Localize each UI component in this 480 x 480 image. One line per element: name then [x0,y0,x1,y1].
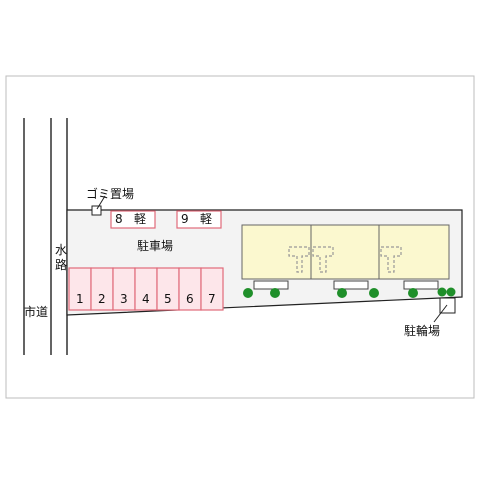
bicycle-leader-line [433,304,448,323]
entry-step-1 [253,280,289,290]
waterway-label: 水路 [55,243,68,272]
tree-icon [270,288,280,298]
kei-space-8 [110,210,156,229]
parking-label: 駐車場 [137,239,174,253]
stair-outline-1 [288,246,310,273]
parking-space-number: 3 [120,292,128,306]
kei-space-9 [176,210,222,229]
entry-step-2 [333,280,369,290]
tree-icon [369,288,379,298]
city-road-label: 市道 [24,305,49,319]
tree-icon [446,287,456,297]
tree-icon [243,288,253,298]
parking-space-number: 6 [186,292,194,306]
entry-step-3 [403,280,439,290]
trees [243,287,456,298]
parking-spaces [68,267,224,311]
kei-space-9-number: 9 [181,212,189,226]
kei-space-8-type: 軽 [134,212,147,226]
tree-icon [408,288,418,298]
tree-icon [437,287,447,297]
parking-space-number: 7 [208,292,216,306]
stair-outline-2 [312,246,334,273]
garbage-leader-line [96,195,106,210]
tree-icon [337,288,347,298]
stair-outline-3 [380,246,402,273]
kei-space-9-type: 軽 [200,212,213,226]
parking-space-number: 2 [98,292,106,306]
parking-space-7 [200,267,224,311]
bicycle-parking-label: 駐輪場 [404,324,441,338]
garbage-station-label: ゴミ置場 [86,187,135,201]
parking-space-number: 5 [164,292,172,306]
parking-space-number: 4 [142,292,150,306]
kei-space-8-number: 8 [115,212,123,226]
parking-space-number: 1 [76,292,84,306]
garbage-station-icon [91,205,102,216]
apartment-building [241,224,450,280]
